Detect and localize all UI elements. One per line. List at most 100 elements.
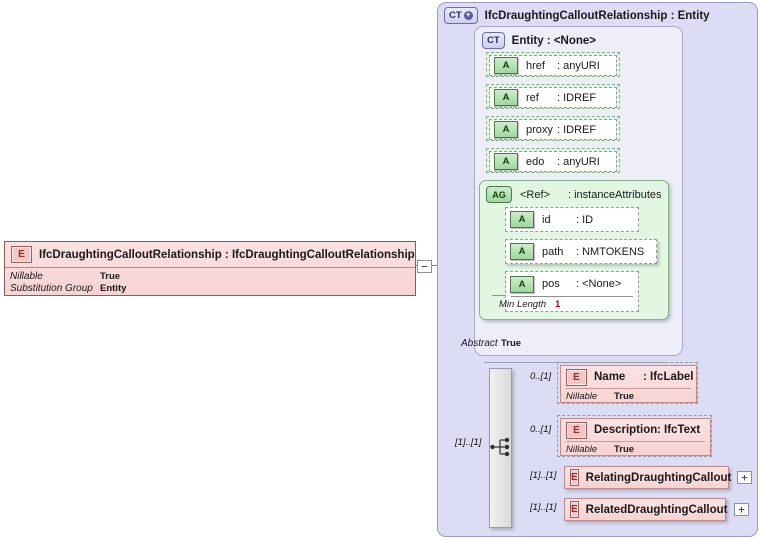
complextype-title: IfcDraughtingCalloutRelationship : Entit… <box>484 9 710 22</box>
element-name-wrapper: E Name : IfcLabel Nillable True <box>557 362 698 404</box>
attribute-id[interactable]: A id : ID <box>506 208 638 231</box>
attribute-pos[interactable]: A pos : <None> <box>506 272 638 296</box>
element-name[interactable]: E Name : IfcLabel Nillable True <box>560 365 697 403</box>
abstract-value: True <box>501 338 522 349</box>
element-name-label: RelatedDraughtingCallout <box>585 503 728 516</box>
element-name-label: RelatingDraughtingCallout <box>585 471 732 484</box>
property-key: Nillable <box>566 391 598 402</box>
property-key: Nillable <box>566 444 598 455</box>
entity-title-row: CT Entity : <None> <box>482 32 596 49</box>
facet-value: 1 <box>555 299 561 310</box>
property-value: Entity <box>100 283 127 294</box>
attribute-edo[interactable]: A edo : anyURI <box>489 151 617 172</box>
cardinality-related: [1]..[1] <box>530 502 557 513</box>
attribute-name: href <box>526 59 545 72</box>
complextype-badge-label: CT <box>449 10 462 21</box>
property-key: Nillable <box>10 271 43 282</box>
pos-facet-separator <box>511 296 633 297</box>
attribute-href-wrapper: A href : anyURI <box>486 52 620 77</box>
attribute-badge: A <box>510 211 534 228</box>
attribute-group-title-row: AG <Ref> : instanceAttributes <box>486 186 662 203</box>
attribute-name: pos <box>542 278 560 290</box>
attribute-pos-wrapper: A pos : <None> <box>505 271 639 312</box>
collapse-toggle-root[interactable]: − <box>417 260 432 273</box>
sequence-icon <box>490 437 510 457</box>
attribute-href[interactable]: A href : anyURI <box>489 55 617 76</box>
expand-toggle-relating[interactable]: + <box>737 471 752 484</box>
attribute-group-badge: AG <box>486 186 512 203</box>
cardinality-relating: [1]..[1] <box>530 470 557 481</box>
element-type: : IfcLabel <box>643 371 694 383</box>
root-element-header: E IfcDraughtingCalloutRelationship : Ifc… <box>5 242 415 268</box>
entity-complextype-badge: CT <box>482 32 505 49</box>
attribute-name: ref <box>526 91 539 104</box>
attribute-badge: A <box>494 153 518 170</box>
attribute-badge: A <box>510 243 534 260</box>
entity-title: Entity : <None> <box>511 34 597 47</box>
property-key: Substitution Group <box>10 283 93 294</box>
attribute-name: edo <box>526 155 545 168</box>
attribute-badge: A <box>510 275 534 293</box>
attribute-type: : ID <box>576 213 594 226</box>
attribute-badge: A <box>494 57 518 74</box>
attribute-type: : IDREF <box>557 123 597 136</box>
property-value: True <box>614 444 635 455</box>
element-related-header: E RelatedDraughtingCallout <box>565 499 728 520</box>
plus-icon[interactable]: + <box>463 11 473 20</box>
element-separator <box>566 388 691 389</box>
element-name-label: Name <box>594 371 626 383</box>
attribute-edo-wrapper: A edo : anyURI <box>486 148 620 173</box>
attribute-id-wrapper: A id : ID <box>505 207 639 232</box>
element-description-header: E Description : IfcText <box>561 419 710 441</box>
root-element-box[interactable]: E IfcDraughtingCalloutRelationship : Ifc… <box>4 241 416 296</box>
complextype-badge: CT + <box>444 7 478 24</box>
root-element-properties: Nillable True Substitution Group Entity <box>5 268 415 295</box>
element-related-draughting-callout[interactable]: E RelatedDraughtingCallout <box>564 498 728 521</box>
element-separator <box>566 441 705 442</box>
element-relating-draughting-callout[interactable]: E RelatingDraughtingCallout <box>564 466 731 489</box>
cardinality-sequence: [1]..[1] <box>455 437 482 448</box>
attribute-type: : IDREF <box>557 91 597 104</box>
attribute-group-type: : instanceAttributes <box>567 188 662 201</box>
element-badge: E <box>566 368 587 386</box>
attribute-group-name: <Ref> <box>520 188 550 201</box>
connector-root-to-trunk <box>416 265 448 266</box>
attribute-path-wrapper: A path : NMTOKENS <box>505 239 657 264</box>
element-badge: E <box>566 421 587 439</box>
attribute-type: : <None> <box>576 278 622 290</box>
element-relating-header: E RelatingDraughtingCallout <box>565 467 731 488</box>
property-value: True <box>614 391 635 402</box>
attribute-name: id <box>542 213 551 226</box>
element-property: Nillable True <box>561 389 696 402</box>
attribute-path[interactable]: A path : NMTOKENS <box>506 240 656 263</box>
cardinality-description: 0..[1] <box>530 424 552 435</box>
attribute-badge: A <box>494 89 518 106</box>
abstract-property: Abstract True <box>461 338 521 349</box>
entity-complextype-badge-label: CT <box>487 35 500 46</box>
element-name-label: Description <box>594 424 658 436</box>
attribute-proxy-wrapper: A proxy : IDREF <box>486 116 620 141</box>
attribute-proxy[interactable]: A proxy : IDREF <box>489 119 617 140</box>
cardinality-name: 0..[1] <box>530 371 552 382</box>
element-badge: E <box>11 246 32 263</box>
abstract-key: Abstract <box>461 338 498 349</box>
attribute-type: : anyURI <box>557 59 600 72</box>
complextype-title-row: CT + IfcDraughtingCalloutRelationship : … <box>444 7 710 24</box>
element-badge: E <box>570 469 579 486</box>
attribute-badge: A <box>494 121 518 138</box>
element-type: : IfcText <box>657 424 701 436</box>
root-property-nillable: Nillable True <box>10 271 415 283</box>
attribute-type: : NMTOKENS <box>576 245 645 258</box>
element-badge: E <box>570 501 579 518</box>
element-description[interactable]: E Description : IfcText Nillable True <box>560 418 711 456</box>
expand-toggle-related[interactable]: + <box>734 503 749 516</box>
element-description-wrapper: E Description : IfcText Nillable True <box>557 415 712 457</box>
attribute-ref[interactable]: A ref : IDREF <box>489 87 617 108</box>
element-name-header: E Name : IfcLabel <box>561 366 696 388</box>
attribute-name: proxy <box>526 123 553 136</box>
facet-min-length: Min Length 1 <box>499 299 560 310</box>
attribute-type: : anyURI <box>557 155 600 168</box>
attribute-ref-wrapper: A ref : IDREF <box>486 84 620 109</box>
attribute-name: path <box>542 245 564 258</box>
